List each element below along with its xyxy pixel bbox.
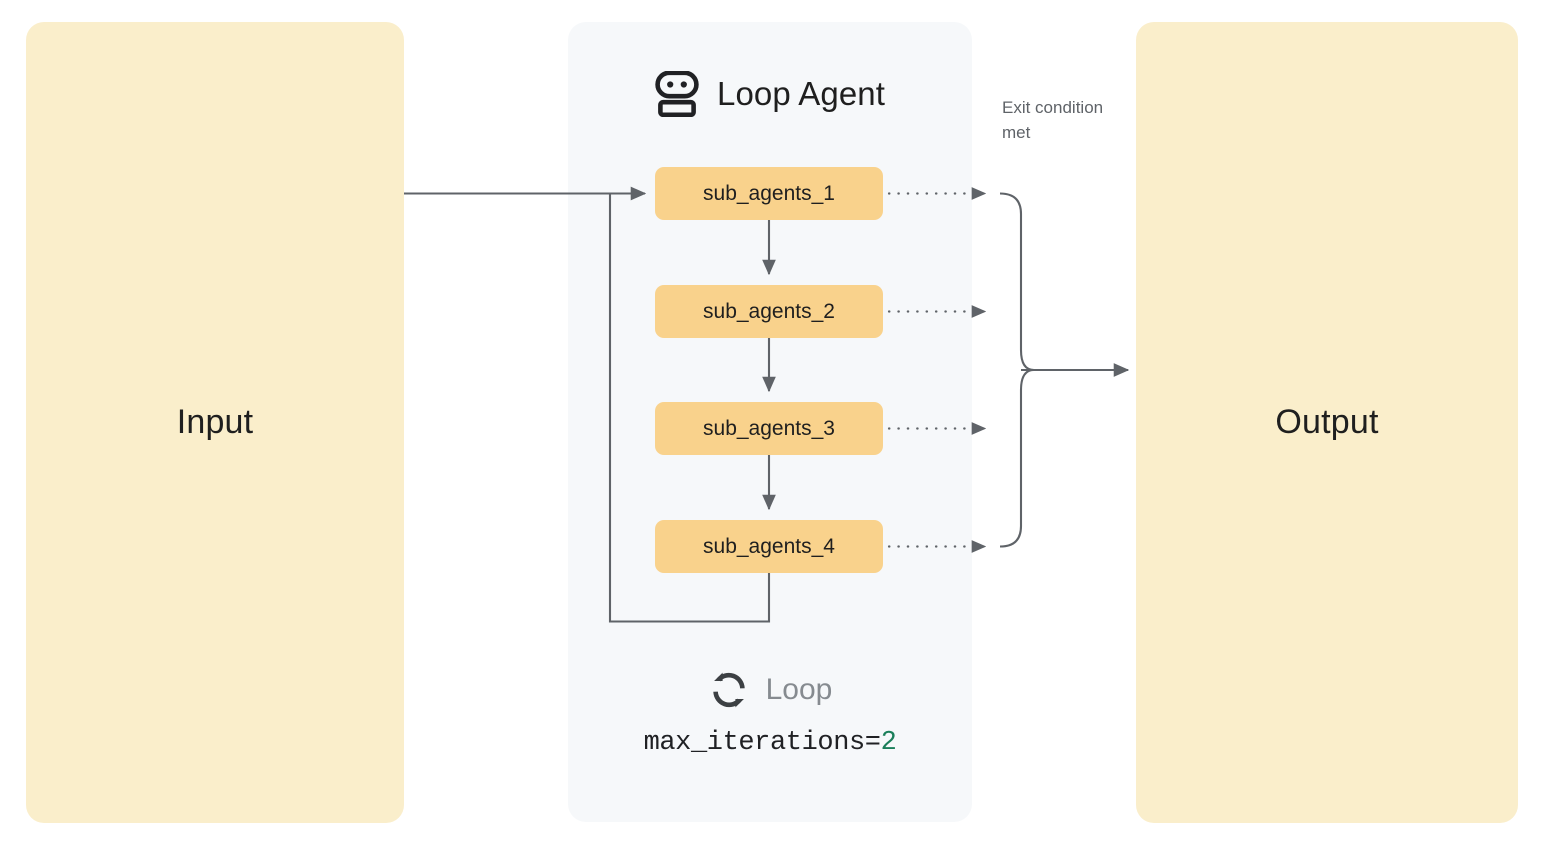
output-panel: Output [1136, 22, 1518, 823]
sub-agent-box[interactable]: sub_agents_2 [655, 285, 883, 338]
input-panel-label: Input [176, 403, 254, 441]
sub-agent-label: sub_agents_2 [703, 299, 835, 323]
sub-agent-box[interactable]: sub_agents_4 [655, 520, 883, 573]
wire-exit-collector [999, 192, 1035, 548]
sub-agent-label: sub_agents_3 [703, 416, 835, 440]
output-panel-label: Output [1275, 403, 1379, 441]
input-panel: Input [26, 22, 404, 823]
sub-agent-label: sub_agents_4 [703, 534, 835, 558]
sub-agent-label: sub_agents_1 [703, 181, 835, 205]
sub-agent-box[interactable]: sub_agents_1 [655, 167, 883, 220]
exit-condition-annotation: Exit condition met [1002, 98, 1104, 143]
sub-agent-box[interactable]: sub_agents_3 [655, 402, 883, 455]
